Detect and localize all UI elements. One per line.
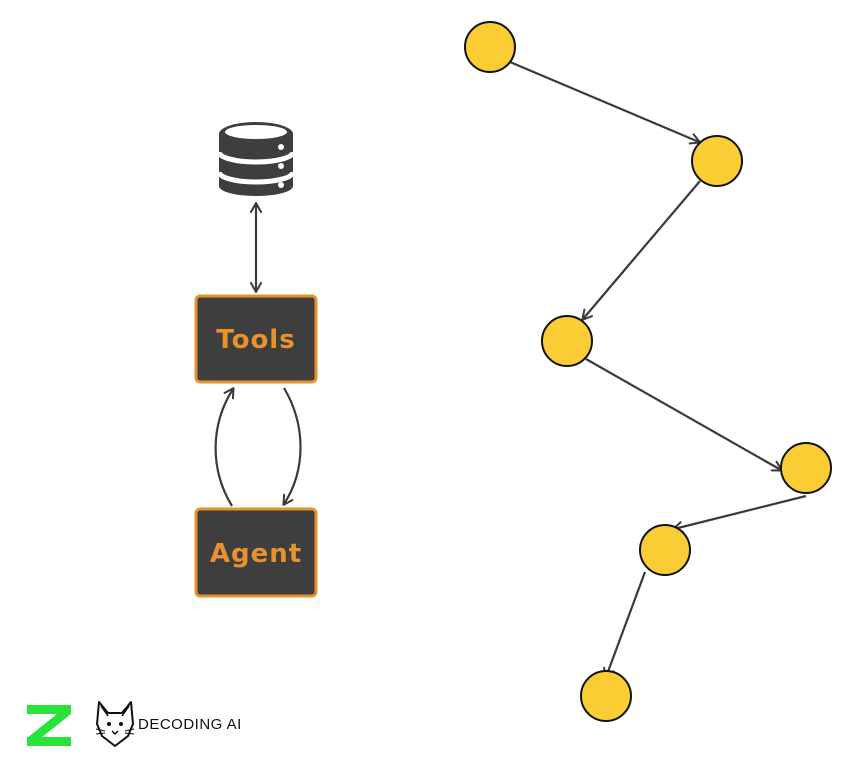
node-graph — [464, 21, 832, 722]
cat-logo-icon — [95, 701, 135, 747]
database-icon — [216, 122, 296, 196]
brand-text: DECODING AI — [138, 716, 242, 733]
agent-to-tools-arrow — [214, 387, 235, 507]
tools-to-agent-arrow — [282, 387, 302, 506]
graph-node — [580, 670, 632, 722]
tools-label: Tools — [216, 325, 295, 355]
graph-node — [780, 442, 832, 494]
graph-edge — [585, 358, 783, 472]
agent-label: Agent — [210, 539, 302, 569]
graph-edge — [509, 60, 701, 145]
graph-edge — [603, 571, 647, 679]
z-logo-icon — [27, 705, 71, 746]
graph-node — [464, 21, 516, 73]
graph-node — [691, 135, 743, 187]
agent-box[interactable]: Agent — [194, 507, 318, 598]
tools-box[interactable]: Tools — [194, 294, 318, 384]
graph-node — [639, 524, 691, 576]
graph-edge — [672, 494, 807, 533]
graph-edge — [581, 180, 701, 321]
graph-node — [541, 315, 593, 367]
